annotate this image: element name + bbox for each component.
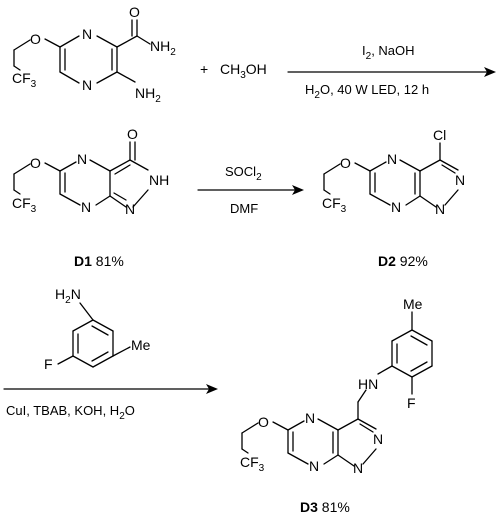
- d1-nh: NH: [149, 172, 169, 188]
- d1-ether-oxygen: O: [30, 155, 41, 171]
- compound-d1-structure: N N N NH O O CF3: [12, 126, 169, 217]
- amine-methyl: Me: [131, 337, 151, 353]
- ring-nitrogen-top: N: [82, 26, 92, 42]
- reactant-pyrazine-carboxamide: N N O CF3 O NH2 NH2: [12, 4, 176, 105]
- compound-d3-structure: Me HN F N N N N O CF3: [240, 296, 433, 476]
- d2-caption: D2 92%: [378, 253, 428, 269]
- d2-nitrogen-top: N: [387, 151, 397, 167]
- d2-nitrogen-bottom: N: [391, 199, 401, 215]
- d3-nitrogen-pyrimidine-right: N: [373, 431, 383, 447]
- amine-nh2-label: H2N: [55, 286, 81, 306]
- d3-nitrogen-bottom: N: [309, 458, 319, 474]
- amino-nh2-label: NH2: [135, 85, 161, 105]
- d3-hn: HN: [358, 376, 378, 392]
- conditions-1-top: I2, NaOH: [362, 43, 415, 62]
- conditions-1-bottom: H2O, 40 W LED, 12 h: [305, 82, 429, 101]
- d3-trifluoromethyl: CF3: [240, 454, 265, 474]
- d2-trifluoromethyl: CF3: [322, 195, 347, 215]
- d2-chlorine: Cl: [433, 127, 446, 143]
- amide-oxygen: O: [129, 4, 140, 20]
- reagent-2-bottom: DMF: [230, 201, 258, 216]
- reaction-arrow-3: [3, 384, 218, 394]
- compound-d2-structure: N N N N Cl O CF3: [322, 127, 465, 217]
- d3-methyl: Me: [403, 296, 423, 312]
- d1-caption: D1 81%: [74, 253, 124, 269]
- d3-ether-oxygen: O: [258, 414, 269, 430]
- reagent-fluoro-methylaniline: H2N F Me: [44, 286, 151, 372]
- d2-ether-oxygen: O: [340, 155, 351, 171]
- d1-nitrogen-top: N: [77, 151, 87, 167]
- d3-fluorine: F: [407, 395, 416, 411]
- d2-nitrogen-pyrimidine-bottom: N: [435, 201, 445, 217]
- ring-nitrogen-bottom: N: [82, 77, 92, 93]
- ether-oxygen: O: [30, 31, 41, 47]
- d1-ketone-oxygen: O: [127, 126, 138, 142]
- d2-nitrogen-pyrimidine-right: N: [455, 172, 465, 188]
- amine-fluorine: F: [44, 356, 53, 372]
- reaction-arrow-1: [287, 67, 496, 77]
- amide-nh2-label: NH2: [150, 38, 176, 58]
- reagent-2-top: SOCl2: [225, 164, 262, 183]
- reaction-arrow-2: [197, 185, 304, 195]
- plus-sign: +: [200, 61, 208, 77]
- d3-nitrogen-pyrimidine-bottom: N: [353, 460, 363, 476]
- methanol-label: CH3OH: [220, 61, 267, 81]
- d1-nitrogen-pyrimidine: N: [125, 201, 135, 217]
- conditions-3: CuI, TBAB, KOH, H2O: [6, 403, 135, 422]
- d3-nitrogen-top: N: [305, 410, 315, 426]
- trifluoromethyl-label: CF3: [12, 70, 37, 90]
- d3-caption: D3 81%: [300, 499, 350, 515]
- d1-nitrogen-bottom: N: [81, 199, 91, 215]
- d1-trifluoromethyl: CF3: [12, 195, 37, 215]
